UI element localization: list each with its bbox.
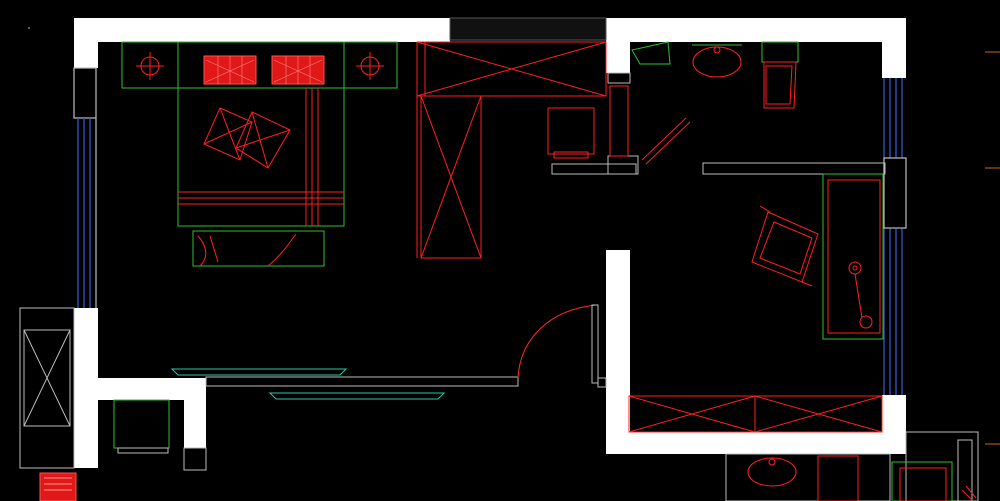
wall-bottom-center (606, 432, 726, 454)
sink-icon (692, 44, 742, 78)
lower-bathroom (725, 431, 979, 501)
sliding-door-icon (170, 368, 519, 400)
wardrobe-icon (416, 41, 607, 259)
washing-machine-icon (113, 399, 170, 454)
wall-right-upper (882, 18, 906, 78)
pillow-icon (271, 55, 325, 85)
wall-right-room-left-upper (606, 18, 630, 73)
cushion-icon (203, 107, 291, 169)
shelf-icon (631, 41, 671, 65)
pillow-icon (203, 55, 257, 85)
dimension-ticks (985, 51, 1000, 445)
wardrobe-icon (628, 395, 883, 433)
beam-gap (449, 17, 607, 41)
wall-bottom-left (74, 378, 204, 400)
wall-top-right (606, 18, 906, 42)
armchair-icon (751, 205, 819, 287)
door-frame (609, 85, 629, 157)
door-swing-icon (517, 304, 607, 388)
wall-stub (183, 447, 207, 471)
nightstand-icon (136, 52, 164, 80)
wall-bottom-left-stub (184, 378, 206, 448)
bathtub-icon (891, 461, 953, 501)
walls (74, 18, 906, 468)
bench-icon (192, 230, 325, 267)
wall-stub (607, 72, 631, 84)
nightstand-icon (356, 52, 384, 80)
bed-icon (121, 41, 398, 227)
partition-wall (702, 162, 886, 175)
wall-center-right (606, 250, 630, 454)
wall-left-upper (74, 18, 98, 68)
window-left (73, 67, 97, 308)
door-leaf (645, 121, 691, 165)
wall-top-left (74, 18, 450, 42)
bathtub-icon (822, 173, 884, 340)
appliance-icon (39, 472, 77, 501)
stair-or-shaft (19, 307, 75, 469)
windows (73, 67, 907, 395)
toilet-icon (817, 455, 859, 501)
wall-right-lower (882, 395, 906, 454)
window-right (883, 78, 907, 395)
door-leaf (641, 117, 687, 161)
sink-icon (747, 457, 797, 487)
wall-bottom-right (726, 432, 906, 454)
desk-chair-icon (547, 107, 639, 175)
toilet-icon (761, 41, 799, 109)
